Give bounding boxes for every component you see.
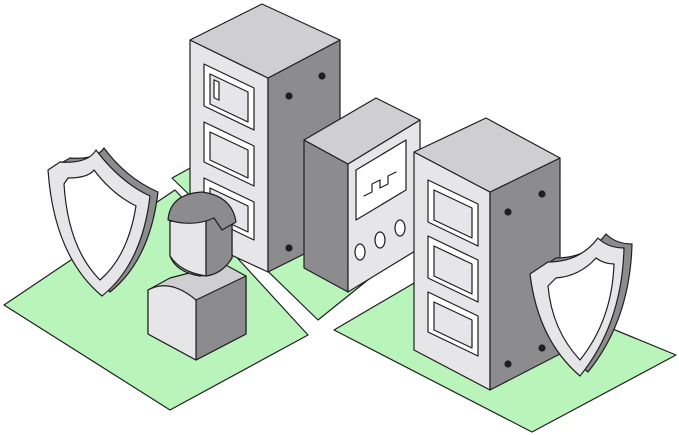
server-module	[427, 235, 479, 303]
server-module	[203, 121, 255, 187]
device-screen	[355, 139, 407, 221]
server-module	[203, 63, 255, 131]
server-module	[427, 179, 479, 247]
user-icon	[147, 191, 247, 361]
device-knob	[394, 219, 406, 237]
device-knob	[374, 231, 386, 249]
shield-icon	[529, 233, 633, 377]
shield-icon	[47, 147, 159, 297]
monitoring-device	[303, 97, 421, 293]
server-module	[427, 291, 479, 357]
waveform-icon	[363, 171, 397, 197]
server-rack-right	[413, 117, 561, 391]
device-knob	[354, 243, 366, 261]
